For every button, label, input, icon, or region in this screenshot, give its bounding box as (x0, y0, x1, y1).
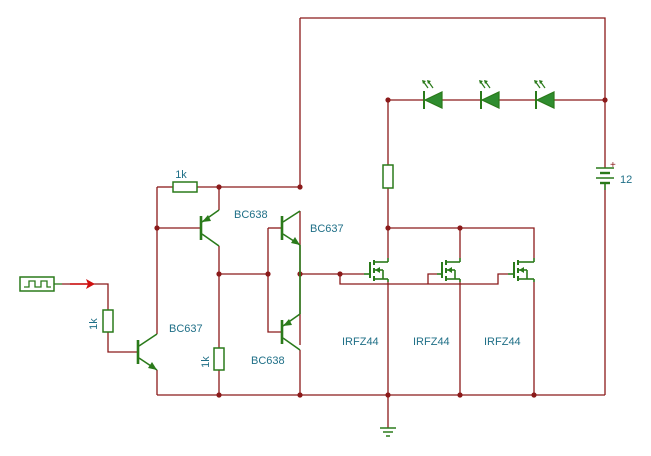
transistor-top-left-pnp: BC638 (199, 209, 268, 247)
junction-dot (297, 392, 303, 398)
junction-dot (216, 392, 222, 398)
junction-dot (216, 184, 222, 190)
junction-dot (297, 184, 303, 190)
mosfet-2-label: IRFZ44 (413, 336, 450, 348)
junction-dot (457, 225, 463, 231)
junction-dot (216, 271, 222, 277)
led-icon (479, 80, 500, 109)
transistor-top-right-label: BC637 (310, 223, 344, 235)
resistor-bottom: 1k (200, 347, 225, 371)
wires (62, 17, 606, 428)
battery-value-label: 12 (620, 174, 632, 186)
transistor-bottom-right-pnp: BC638 (251, 274, 301, 367)
junction-dot (385, 225, 391, 231)
led-icon (422, 80, 443, 109)
resistor-top-label: 1k (175, 169, 187, 181)
mosfet-1: IRFZ44 (342, 258, 389, 348)
transistor-input-npn: BC637 (136, 323, 203, 371)
battery-icon: + 12 (596, 160, 632, 190)
mosfet-3: IRFZ44 (484, 258, 535, 348)
led-icon (534, 80, 555, 109)
transistor-bottom-right-label: BC638 (251, 355, 285, 367)
resistor-top: 1k (172, 169, 198, 193)
ground-icon (380, 427, 396, 437)
resistor-input: 1k (88, 309, 114, 333)
junction-dot (385, 97, 391, 103)
junction-dots (154, 97, 608, 398)
junction-dot (265, 271, 271, 277)
arrow-right-icon (70, 279, 95, 289)
junction-dot (457, 392, 463, 398)
mosfet-2: IRFZ44 (413, 258, 461, 348)
transistor-top-left-label: BC638 (234, 209, 268, 221)
resistor-led (382, 164, 394, 189)
square-wave-icon (19, 276, 62, 292)
mosfet-3-label: IRFZ44 (484, 336, 521, 348)
junction-dot (602, 97, 608, 103)
transistor-top-right-npn: BC637 (280, 210, 344, 274)
junction-dot (385, 392, 391, 398)
battery-plus-label: + (610, 160, 616, 171)
junction-dot (531, 392, 537, 398)
resistor-bottom-label: 1k (200, 356, 212, 368)
junction-dot (154, 225, 160, 231)
transistor-input-label: BC637 (169, 323, 203, 335)
junction-dot (337, 271, 343, 277)
resistor-input-label: 1k (88, 318, 100, 330)
mosfet-1-label: IRFZ44 (342, 336, 379, 348)
